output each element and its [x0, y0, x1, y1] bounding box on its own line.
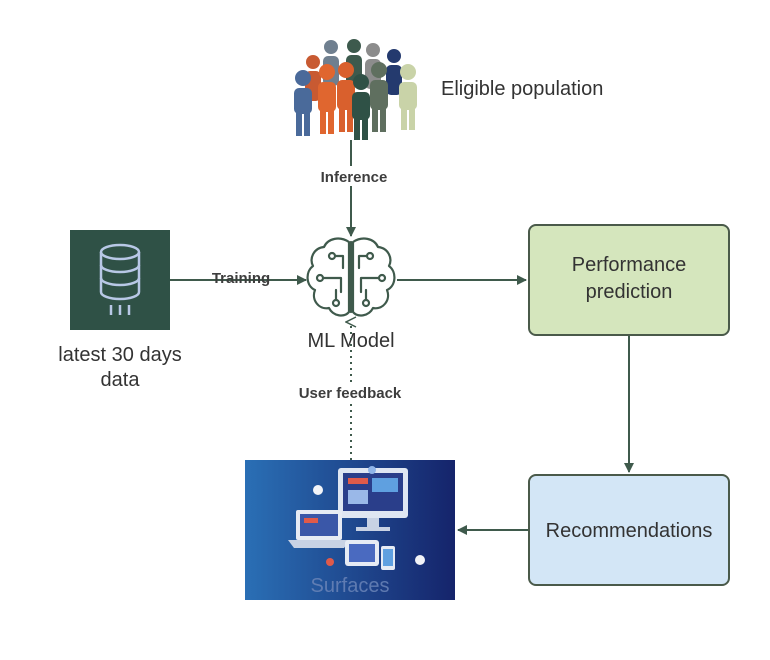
performance-label-line2: prediction: [586, 281, 673, 303]
performance-prediction-box: [528, 224, 730, 336]
surfaces-label: Surfaces: [311, 575, 390, 597]
inference-label-bg: [312, 166, 396, 186]
population-label: Eligible population: [441, 78, 603, 100]
recommendations-label: Recommendations: [546, 520, 713, 542]
user-feedback-label-bg: [284, 382, 418, 404]
inference-label: Inference: [321, 169, 388, 186]
training-label: Training: [212, 270, 270, 287]
brain-circuit-icon: [306, 237, 396, 317]
database-icon: [99, 243, 141, 315]
user-feedback-label: User feedback: [299, 385, 402, 402]
devices-illustration: [288, 466, 425, 570]
recommendations-box: [528, 474, 730, 586]
database-label-line1: latest 30 days: [58, 344, 181, 366]
ml-model-label: ML Model: [307, 330, 394, 352]
performance-label-line1: Performance: [572, 254, 687, 276]
database-label-line2: data: [101, 369, 141, 391]
population-crowd-icon: [294, 39, 417, 140]
